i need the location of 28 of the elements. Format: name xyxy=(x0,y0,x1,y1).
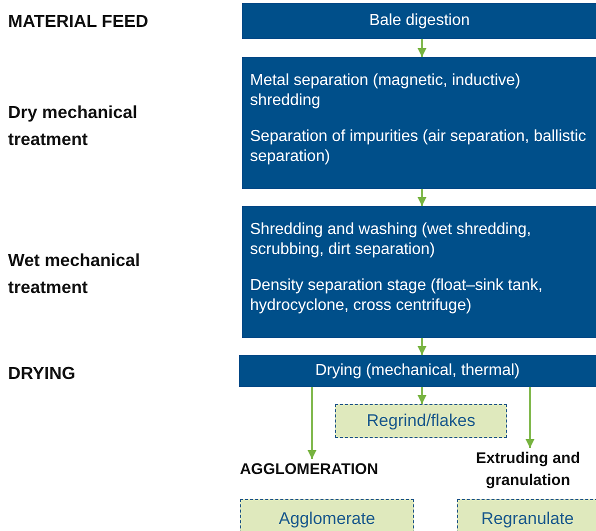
stage-heading: Wet mechanical treatment xyxy=(8,249,141,299)
arrow xyxy=(418,189,426,206)
stage-heading: MATERIAL FEED xyxy=(8,10,150,33)
stage-label: Extruding and granulation xyxy=(460,448,596,494)
product-box xyxy=(335,404,507,438)
product-box xyxy=(240,499,414,531)
stage-heading: Dry mechanical treatment xyxy=(8,101,138,151)
box-text: Agglomerate xyxy=(278,509,376,529)
process-box xyxy=(239,355,596,387)
box-text: Regrind/flakes xyxy=(366,411,476,431)
arrow xyxy=(418,39,426,57)
box-text: Shredding and washing (wet shredding, scrubbing, dirt separation) xyxy=(250,220,532,260)
box-text: Bale digestion xyxy=(369,11,470,31)
box-text: Separation of impurities (air separation, ballistic separation) xyxy=(250,127,588,167)
arrow xyxy=(526,387,534,448)
box-text: Regranulate xyxy=(481,509,574,529)
process-box xyxy=(242,57,596,189)
stage-heading: DRYING xyxy=(8,362,76,385)
arrow xyxy=(418,387,426,404)
process-box xyxy=(242,206,596,338)
box-text: Metal separation (magnetic, inductive) shredding xyxy=(250,71,522,111)
box-text: Density separation stage (float–sink tank, hydrocyclone, cross centrifuge) xyxy=(250,276,544,316)
product-box xyxy=(457,499,596,531)
stage-label: AGGLOMERATION xyxy=(236,459,382,483)
process-box xyxy=(242,3,596,39)
arrow xyxy=(308,387,316,459)
arrow xyxy=(418,338,426,355)
box-text: Drying (mechanical, thermal) xyxy=(315,361,520,381)
